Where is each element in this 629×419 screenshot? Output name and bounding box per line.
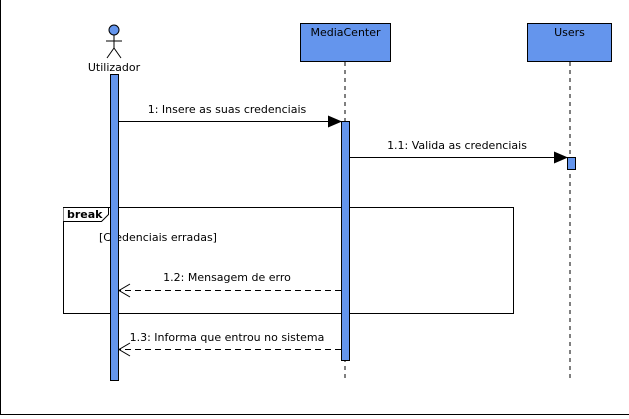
message-1-3-label: 1.3: Informa que entrou no sistema <box>130 331 325 344</box>
actor-utilizador[interactable]: Utilizador <box>88 24 141 74</box>
message-1-1-label: 1.1: Valida as credenciais <box>387 139 527 152</box>
lifeline-mediacenter[interactable]: MediaCenter <box>300 23 391 62</box>
actor-right-leg <box>113 47 122 59</box>
message-1-2-arrowhead <box>118 283 131 298</box>
fragment-operator-tab <box>63 207 109 222</box>
fragment-frame <box>63 207 514 314</box>
message-1-2-label: 1.2: Mensagem de erro <box>163 271 291 284</box>
message-1-2[interactable]: 1.2: Mensagem de erro <box>118 271 341 298</box>
activation-users <box>567 157 576 170</box>
activation-utilizador <box>110 74 119 381</box>
message-1[interactable]: 1: Insere as suas credenciais <box>119 103 342 128</box>
combined-fragment-break[interactable]: break [Credenciais erradas] <box>63 207 514 314</box>
message-1-3[interactable]: 1.3: Informa que entrou no sistema <box>118 331 341 357</box>
lifeline-head-users <box>527 23 612 62</box>
lifeline-label-users: Users <box>554 26 585 39</box>
lifeline-label-mediacenter: MediaCenter <box>310 26 381 39</box>
actor-left-leg <box>106 47 115 59</box>
actor-label: Utilizador <box>88 61 141 74</box>
message-1-3-arrowhead <box>118 342 131 357</box>
message-1-label: 1: Insere as suas credenciais <box>148 103 307 116</box>
activation-mediacenter <box>341 121 350 361</box>
message-1-1[interactable]: 1.1: Valida as credenciais <box>350 139 568 164</box>
actor-head <box>108 24 120 36</box>
fragment-guard: [Credenciais erradas] <box>99 231 217 244</box>
fragment-operator-label: break <box>67 208 103 221</box>
lifeline-head-mediacenter <box>300 23 391 62</box>
lifeline-users[interactable]: Users <box>527 23 612 62</box>
